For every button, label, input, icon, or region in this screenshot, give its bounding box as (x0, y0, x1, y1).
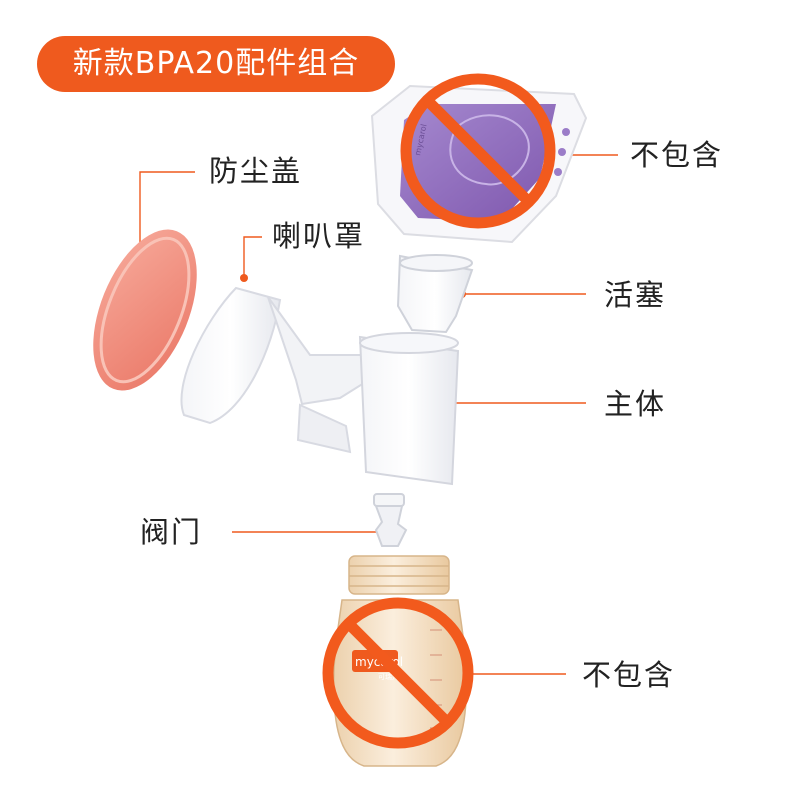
label-bottle-excluded: 不包含 (582, 658, 676, 692)
piston-part (396, 254, 474, 334)
label-valve: 阀门 (140, 515, 203, 549)
no-sign-icon (400, 73, 556, 229)
flange-leader (243, 236, 262, 278)
page-title: 新款BPA20配件组合 (37, 36, 395, 92)
label-dust-cover: 防尘盖 (209, 154, 303, 188)
bottle-brand-cn-text: 可瑞儿 (378, 672, 399, 681)
label-motor-excluded: 不包含 (630, 138, 724, 172)
label-piston: 活塞 (604, 278, 667, 312)
main-body-part (180, 286, 460, 486)
no-sign-icon (322, 597, 474, 749)
label-main-body: 主体 (604, 387, 667, 421)
bottle-part: mycarol 可瑞儿 (332, 555, 468, 767)
dust-cover-part (93, 229, 197, 391)
dust-cover-leader (139, 171, 195, 272)
valve-part (373, 493, 408, 547)
label-flange: 喇叭罩 (272, 219, 366, 253)
